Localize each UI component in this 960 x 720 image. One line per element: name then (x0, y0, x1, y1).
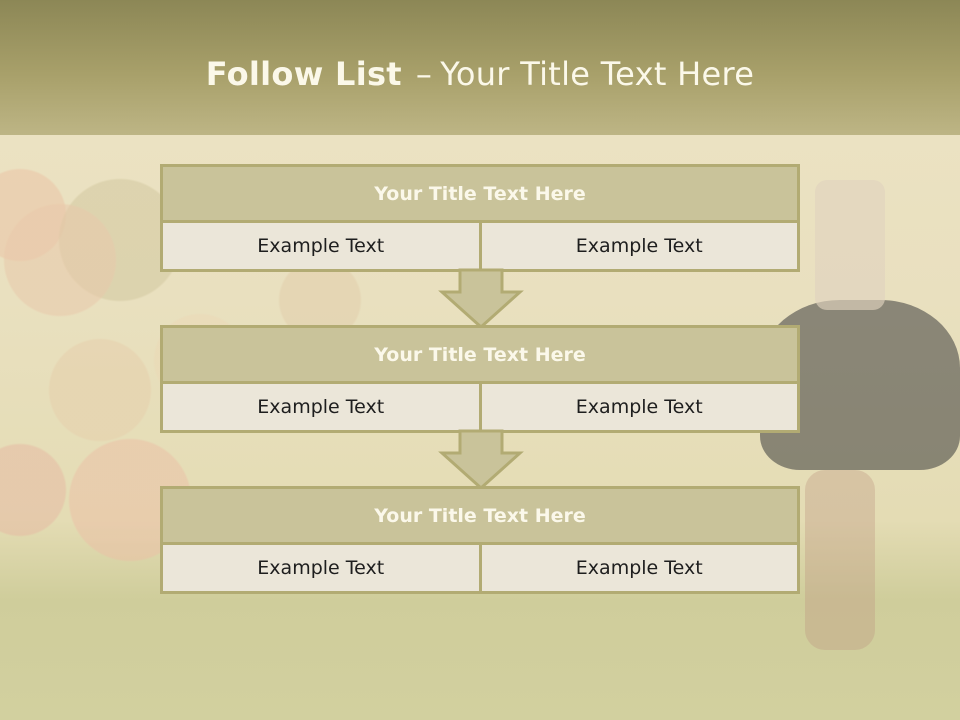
title-separator: – (415, 55, 433, 93)
figure-top (815, 180, 885, 310)
step-header: Your Title Text Here (163, 167, 797, 223)
slide-title: Follow List–Your Title Text Here (0, 55, 960, 93)
step-cell-left: Example Text (163, 384, 479, 430)
down-arrow-icon (438, 429, 524, 491)
step-row: Example Text Example Text (163, 545, 797, 591)
step-row: Example Text Example Text (163, 384, 797, 430)
step-cell-left: Example Text (163, 223, 479, 269)
title-rest: Your Title Text Here (440, 55, 755, 93)
step-cell-right: Example Text (478, 384, 797, 430)
title-band: Follow List–Your Title Text Here (0, 0, 960, 135)
step-row: Example Text Example Text (163, 223, 797, 269)
figure-legs (805, 470, 875, 650)
step-block-3: Your Title Text Here Example Text Exampl… (160, 486, 800, 594)
step-cell-left: Example Text (163, 545, 479, 591)
step-block-2: Your Title Text Here Example Text Exampl… (160, 325, 800, 433)
step-block-1: Your Title Text Here Example Text Exampl… (160, 164, 800, 272)
down-arrow-icon (438, 268, 524, 330)
step-cell-right: Example Text (478, 223, 797, 269)
step-cell-right: Example Text (478, 545, 797, 591)
step-header: Your Title Text Here (163, 328, 797, 384)
step-header: Your Title Text Here (163, 489, 797, 545)
title-bold: Follow List (205, 55, 402, 93)
